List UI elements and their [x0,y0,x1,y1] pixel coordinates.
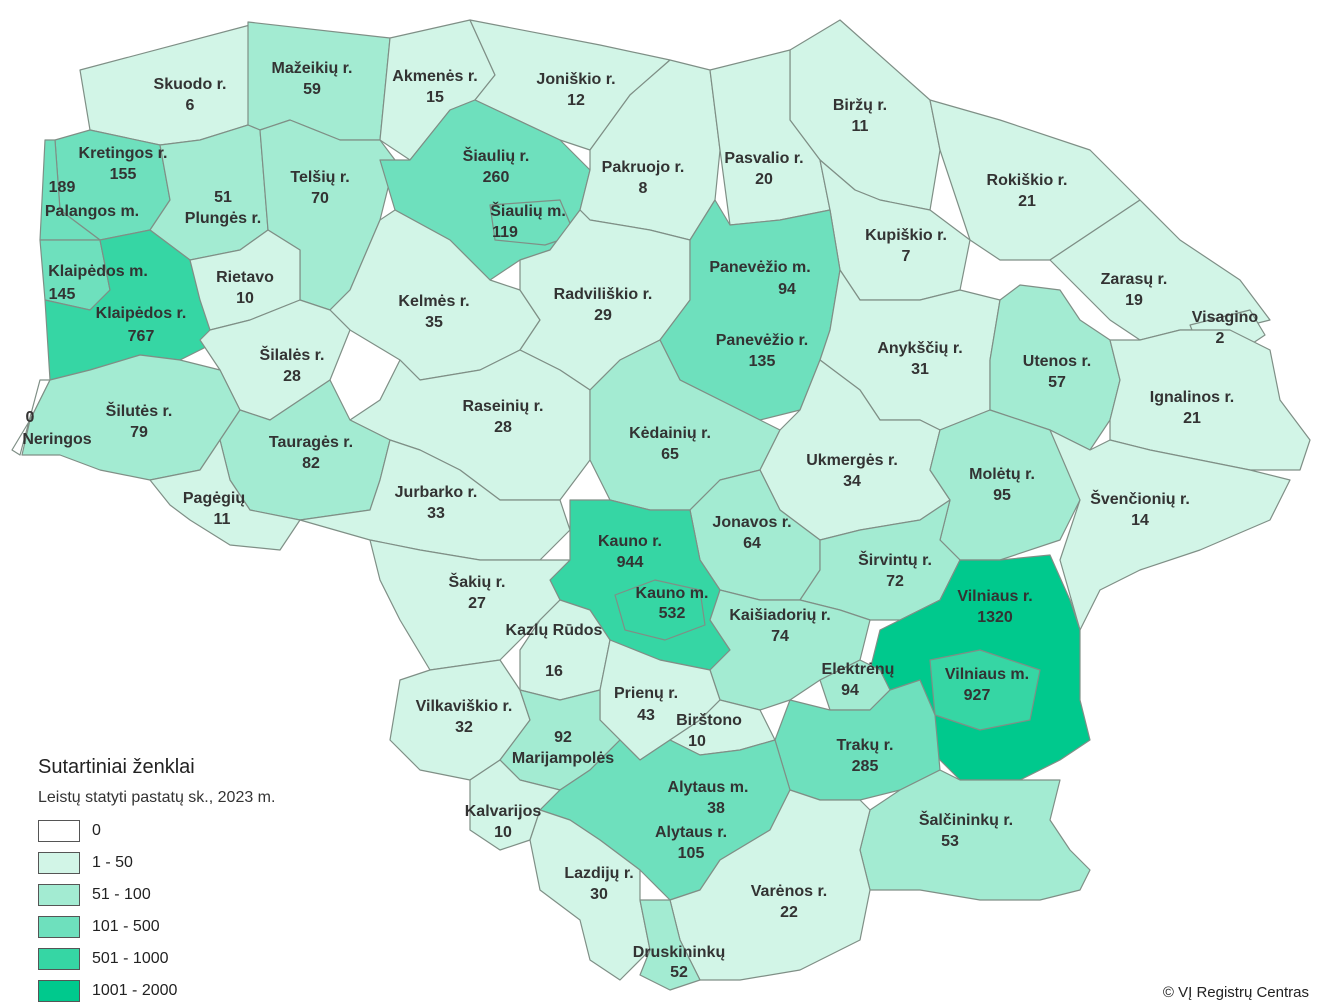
label-vilniaus-m: Vilniaus m.927 [945,666,1029,704]
label-pasvalio: Pasvalio r.20 [724,150,803,188]
label-utenos: Utenos r.57 [1023,353,1091,391]
label-joniskio: Joniškio r.12 [536,71,615,109]
region-druskininku [639,899,701,991]
label-kedainiu: Kėdainių r.65 [629,425,711,463]
legend-label: 51 - 100 [92,886,151,903]
legend-swatch [38,948,80,970]
label-sakiu: Šakių r.27 [449,572,506,612]
label-sirvintu: Širvintų r.72 [858,550,932,590]
label-vilniaus-r: Vilniaus r.1320 [957,588,1032,626]
label-telsiu: Telšių r.70 [290,169,349,207]
label-kretingos: Kretingos r.155 [79,145,168,183]
label-kauno-r: Kauno r.944 [598,533,662,571]
label-kelmes: Kelmės r.35 [398,293,469,331]
label-siauliu-r: Šiaulių r.260 [463,146,530,186]
legend-swatch [38,916,80,938]
legend: Sutartiniai ženklai Leistų statyti pasta… [38,756,275,1007]
label-ukmerges: Ukmergės r.34 [806,452,898,490]
legend-swatch [38,884,80,906]
legend-swatch [38,980,80,1002]
label-skuodo: Skuodo r.6 [154,76,227,114]
legend-item: 101 - 500 [38,911,275,943]
region-palangos [39,139,101,241]
legend-item: 501 - 1000 [38,943,275,975]
legend-subtitle: Leistų statyti pastatų sk., 2023 m. [38,789,276,806]
legend-label: 101 - 500 [92,918,160,935]
region-svencioniu [1049,429,1291,631]
region-moletu [929,409,1091,561]
legend-label: 0 [92,822,101,839]
label-moletu: Molėtų r.95 [969,466,1035,504]
legend-item: 1 - 50 [38,847,275,879]
legend-swatch [38,820,80,842]
label-raseiniu: Raseinių r.28 [463,398,544,436]
label-panevezio-m: Panevėžio m.94 [709,259,810,298]
label-silutes: Šilutės r.79 [106,401,173,441]
label-birzu: Biržų r.11 [833,97,887,135]
legend-title: Sutartiniai ženklai [38,756,195,778]
label-klaipedos-m: Klaipėdos m.145 [48,263,148,303]
label-silales: Šilalės r.28 [260,345,325,385]
label-prienu: Prienų r.43 [614,685,678,724]
legend-label: 1001 - 2000 [92,982,178,999]
copyright-credit: © VĮ Registrų Centras [1162,984,1309,1001]
label-salcininku: Šalčininkų r.53 [919,810,1013,850]
label-vilkaviskio: Vilkaviškio r.32 [416,698,513,736]
legend-item: 51 - 100 [38,879,275,911]
label-zarasu: Zarasų r.19 [1101,271,1168,309]
legend-swatch [38,852,80,874]
label-alytaus-r: Alytaus r.105 [655,824,727,862]
label-kaisiadoriu: Kaišiadorių r.74 [729,607,830,645]
label-alytaus-m: Alytaus m.38 [668,779,749,817]
label-jurbarko: Jurbarko r.33 [395,484,478,522]
label-pakruojo: Pakruojo r.8 [602,159,685,197]
label-kauno-m: Kauno m.532 [636,585,709,622]
label-lazdiju: Lazdijų r.30 [564,865,633,903]
legend-item: 1001 - 2000 [38,975,275,1007]
label-jonavos: Jonavos r.64 [712,514,791,552]
label-taurages: Tauragės r.82 [269,434,353,472]
label-klaipedos-r: Klaipėdos r.767 [96,305,187,345]
legend-item: 0 [38,815,275,847]
label-siauliu-m: Šiaulių m.119 [490,201,566,241]
label-akmenes: Akmenės r.15 [392,68,477,106]
label-mazeikiu: Mažeikių r.59 [272,60,353,98]
region-varenos [669,789,871,981]
label-svencioniu: Švenčionių r.14 [1090,489,1190,529]
region-kaisiadoriu [709,589,871,711]
label-panevezio-r: Panevėžio r.135 [716,332,809,370]
region-ignalinos [1109,329,1311,471]
label-ignalinos: Ignalinos r.21 [1150,389,1234,427]
region-kauno-m [614,579,706,641]
label-varenos: Varėnos r.22 [751,883,828,921]
label-traku: Trakų r.285 [837,737,894,775]
label-rokiskio: Rokiškio r.21 [987,172,1068,210]
label-kupiskio: Kupiškio r.7 [865,227,947,265]
label-radviliskio: Radviliškio r.29 [554,286,653,324]
legend-label: 501 - 1000 [92,950,169,967]
label-anyksciu: Anykščių r.31 [877,340,962,378]
legend-label: 1 - 50 [92,854,133,871]
